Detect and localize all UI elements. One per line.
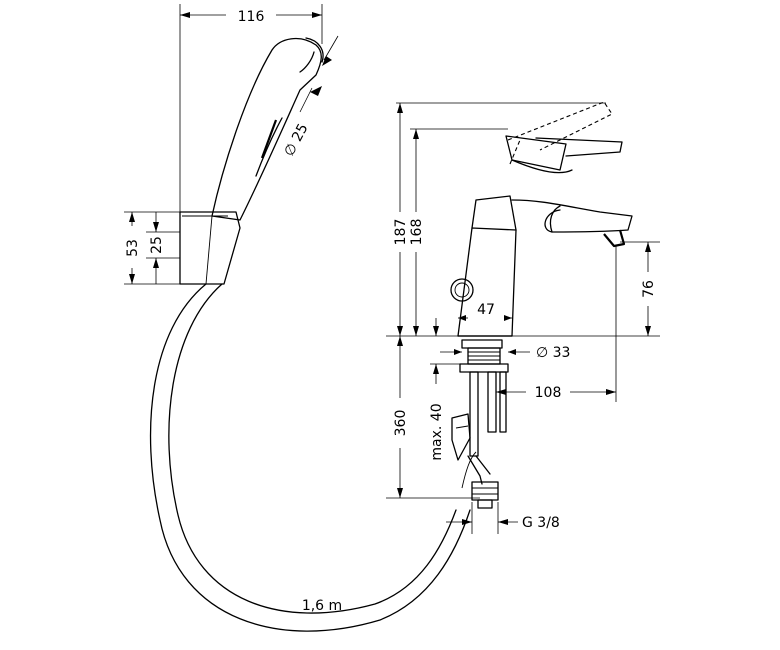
dim-diameter-25-label: ∅ 25: [281, 121, 311, 159]
dim-47-label: 47: [477, 302, 495, 318]
hose-length-label: 1,6 m: [302, 598, 342, 614]
hose: [149, 283, 477, 632]
hand-shower: [179, 37, 324, 285]
dim-187-label: 187: [393, 219, 409, 246]
dim-108-label: 108: [535, 385, 562, 401]
dimension-lines: [124, 4, 660, 534]
basin-mixer: [450, 101, 633, 337]
fixing-assembly: [451, 339, 509, 509]
dim-thread-label: G 3/8: [522, 515, 560, 531]
dim-25-label: 25: [149, 236, 165, 254]
dim-max-40-label: max. 40: [429, 403, 445, 460]
dim-76-label: 76: [641, 280, 657, 298]
dim-168-label: 168: [409, 219, 425, 246]
dim-360-label: 360: [393, 410, 409, 437]
dim-diameter-33-label: ∅ 33: [536, 345, 570, 361]
dim-116-label: 116: [238, 9, 265, 25]
dim-53-label: 53: [125, 239, 141, 257]
